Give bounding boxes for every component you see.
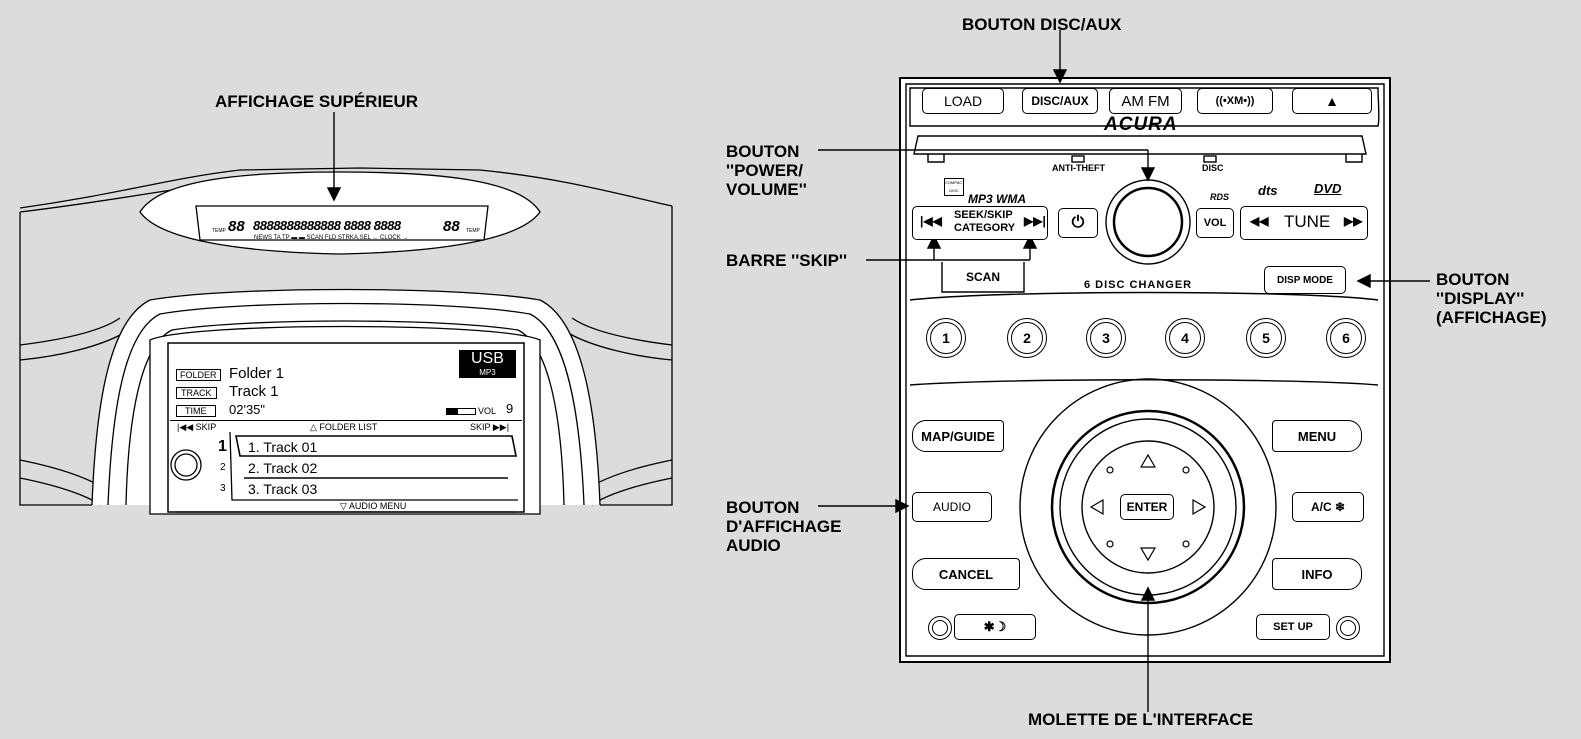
xm-button[interactable]: ((•XM•)) xyxy=(1197,88,1273,114)
preset-button-5[interactable]: 5 xyxy=(1246,318,1286,358)
upper-display-indicators: NEWS TA TP ▬ ▬ SCAN FLD STRKA.SEL ← CLOC… xyxy=(254,235,409,241)
upper-display-temp-right: TEMP xyxy=(466,228,480,234)
label-bouton-affichage-audio: BOUTON D'AFFICHAGE AUDIO xyxy=(726,498,842,555)
upper-display-segments: 8888888888888 8888 8888 xyxy=(253,218,401,233)
volume-bar-fill xyxy=(447,409,459,414)
list-number-2: 2 xyxy=(220,462,226,473)
scan-button[interactable]: SCAN xyxy=(966,270,1001,284)
disc-aux-button[interactable]: DISC/AUX xyxy=(1022,88,1098,114)
compact-disc-logo: COMPACT DISC xyxy=(944,178,965,196)
preset-button-1[interactable]: 1 xyxy=(926,318,966,358)
volume-bar xyxy=(446,408,476,415)
menu-button[interactable]: MENU xyxy=(1272,420,1362,452)
disc-indicator: DISC xyxy=(1202,163,1224,173)
tune-bar[interactable] xyxy=(1240,206,1368,240)
preset-button-2[interactable]: 2 xyxy=(1007,318,1047,358)
label-affichage-superieur: AFFICHAGE SUPÉRIEUR xyxy=(215,92,419,111)
mp3-wma-label: MP3 WMA xyxy=(968,192,1026,206)
track-list-item-3[interactable]: 3. Track 03 xyxy=(248,481,318,497)
skip-next-icon[interactable]: ▶▶| xyxy=(1024,214,1046,228)
folder-name: Folder 1 xyxy=(229,365,285,382)
cancel-button[interactable]: CANCEL xyxy=(912,558,1020,590)
skip-left-label: |◀◀ SKIP xyxy=(177,422,217,432)
track-tag: TRACK xyxy=(176,387,217,399)
audio-menu-label: ▽ AUDIO MENU xyxy=(340,501,407,511)
audio-button[interactable]: AUDIO xyxy=(912,492,992,522)
list-number-1: 1 xyxy=(218,438,227,455)
folder-list-label: △ FOLDER LIST xyxy=(310,422,378,432)
category-label: CATEGORY xyxy=(954,222,1016,234)
dvd-logo: DVD xyxy=(1314,181,1342,196)
disp-mode-button[interactable]: DISP MODE xyxy=(1264,266,1346,294)
map-guide-button[interactable]: MAP/GUIDE xyxy=(912,420,1004,452)
upper-display-digits-right: 88 xyxy=(443,218,460,235)
skip-previous-icon[interactable]: |◀◀ xyxy=(920,214,942,228)
seek-skip-label: SEEK/SKIP xyxy=(954,209,1013,221)
time-value: 02'35" xyxy=(229,402,266,417)
volume-value: 9 xyxy=(506,401,514,416)
eject-button[interactable]: ▲ xyxy=(1292,88,1372,114)
folder-tag: FOLDER xyxy=(176,369,221,381)
label-molette: MOLETTE DE L'INTERFACE xyxy=(1028,710,1254,729)
anti-theft-indicator: ANTI-THEFT xyxy=(1052,163,1105,173)
dts-logo: dts xyxy=(1258,183,1278,198)
label-bouton-disc-aux: BOUTON DISC/AUX xyxy=(962,15,1122,34)
volume-label: VOL xyxy=(478,406,497,416)
upper-display-digits-left: 88 xyxy=(228,218,245,235)
ac-button[interactable]: A/C ❄ xyxy=(1292,492,1364,522)
disc-changer-label: 6 DISC CHANGER xyxy=(1084,279,1193,291)
track-name: Track 1 xyxy=(229,383,279,400)
time-tag: TIME xyxy=(176,405,216,417)
label-bouton-display: BOUTON ''DISPLAY'' (AFFICHAGE) xyxy=(1436,270,1547,327)
preset-button-6[interactable]: 6 xyxy=(1326,318,1366,358)
right-small-knob[interactable] xyxy=(1336,616,1360,640)
skip-right-label: SKIP ▶▶| xyxy=(470,422,510,432)
setup-button[interactable]: SET UP xyxy=(1256,614,1330,640)
info-button[interactable]: INFO xyxy=(1272,558,1362,590)
track-list-item-2[interactable]: 2. Track 02 xyxy=(248,460,318,476)
acura-logo: ACURA xyxy=(1104,114,1178,135)
tune-label: TUNE xyxy=(1284,212,1331,231)
load-button[interactable]: LOAD xyxy=(922,88,1004,114)
label-barre-skip: BARRE ''SKIP'' xyxy=(726,251,848,270)
screen-format: MP3 xyxy=(459,368,516,378)
am-fm-button[interactable]: AM FM xyxy=(1109,88,1182,114)
rds-logo: RDS xyxy=(1210,192,1230,202)
tune-previous-icon[interactable]: ◀◀ xyxy=(1250,214,1269,228)
brightness-button[interactable]: ✱☽ xyxy=(954,614,1036,640)
label-bouton-power-volume: BOUTON ''POWER/ VOLUME'' xyxy=(726,142,807,199)
left-small-knob[interactable] xyxy=(928,616,952,640)
screen-source: USB xyxy=(459,350,516,368)
list-number-3: 3 xyxy=(220,483,226,494)
tune-next-icon[interactable]: ▶▶ xyxy=(1344,214,1363,228)
enter-button[interactable]: ENTER xyxy=(1120,494,1174,520)
track-list-item-1[interactable]: 1. Track 01 xyxy=(248,439,318,455)
preset-button-3[interactable]: 3 xyxy=(1086,318,1126,358)
preset-button-4[interactable]: 4 xyxy=(1165,318,1205,358)
screen-divider xyxy=(170,420,522,421)
vol-button[interactable]: VOL xyxy=(1196,208,1234,238)
skip-bar[interactable] xyxy=(912,206,1048,240)
upper-display-temp-left: TEMP xyxy=(212,228,226,234)
dashboard-drawing xyxy=(19,167,673,515)
power-button[interactable]: ⏻ xyxy=(1058,208,1098,238)
